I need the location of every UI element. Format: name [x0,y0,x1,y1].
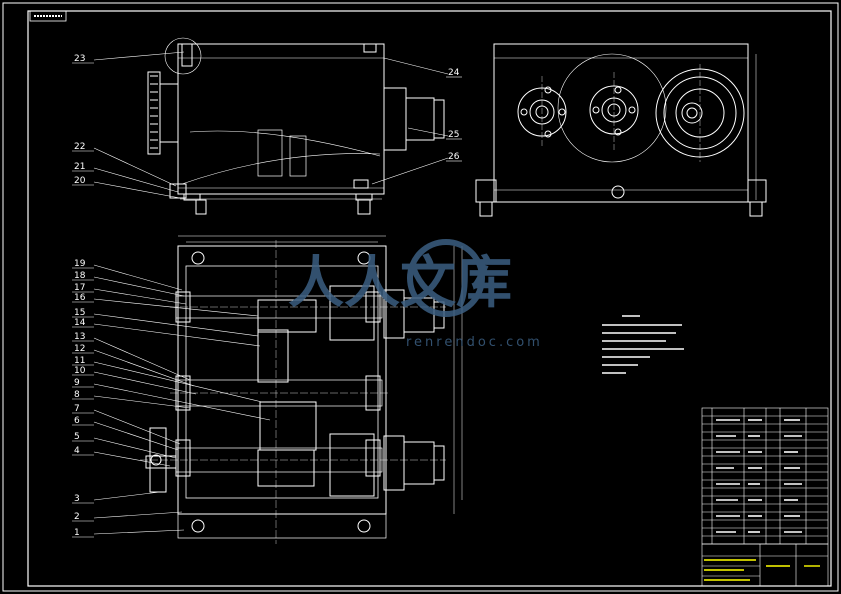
watermark: 人人文库 renrendoc.com [288,239,543,350]
balloon-20: 20 [74,176,86,186]
balloon-25: 25 [448,130,459,140]
parts-list-text [716,419,802,533]
title-tag-box [29,10,67,22]
balloon-1: 1 [74,528,80,538]
balloon-6: 6 [74,416,80,426]
balloon-14: 14 [74,318,86,328]
balloon-11: 11 [74,356,85,366]
parts-list [701,407,829,545]
balloon-3: 3 [74,494,80,504]
balloon-4: 4 [74,446,80,456]
watermark-url: renrendoc.com [406,335,543,350]
technical-notes [602,315,684,374]
drawing-frame [27,10,832,587]
side-view [475,43,767,217]
title-block-yellow [704,559,820,581]
balloon-22: 22 [74,142,85,152]
watermark-logo-text: 人人文库 [288,251,512,316]
balloon-24: 24 [448,68,460,78]
balloon-19: 19 [74,259,86,269]
balloon-13: 13 [74,332,85,342]
balloon-7: 7 [74,404,80,414]
balloon-26: 26 [448,152,460,162]
balloon-17: 17 [74,283,85,293]
balloon-2: 2 [74,512,80,522]
balloon-12: 12 [74,344,85,354]
balloon-21: 21 [74,162,85,172]
balloon-16: 16 [74,293,86,303]
balloons-right: 24 25 26 [446,68,462,162]
front-view [147,37,445,215]
balloon-23: 23 [74,54,85,64]
balloon-9: 9 [74,378,80,388]
title-block [701,543,829,587]
balloon-18: 18 [74,271,86,281]
balloon-5: 5 [74,432,80,442]
balloon-15: 15 [74,308,85,318]
leader-lines [93,51,449,535]
balloon-10: 10 [74,366,86,376]
watermark-logo-ring [407,239,485,317]
balloon-8: 8 [74,390,80,400]
